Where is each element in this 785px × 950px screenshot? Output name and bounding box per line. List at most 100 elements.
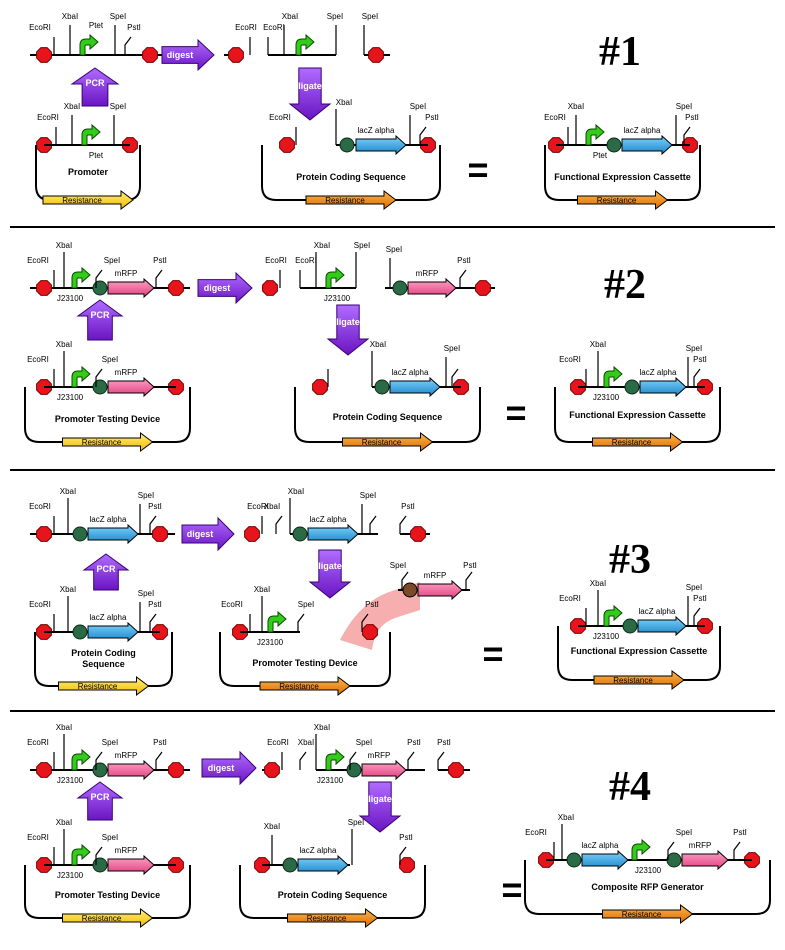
site-label-XbaI: XbaI	[590, 579, 606, 588]
site-label-PstI: PstI	[407, 738, 421, 747]
site-label-XbaI: XbaI	[298, 738, 314, 747]
restriction-site-octagon	[244, 526, 260, 542]
lacz-gene	[307, 523, 359, 545]
site-tick	[733, 841, 741, 860]
lacz-gene-label: lacZ alpha	[639, 607, 676, 616]
site-label-EcoRI: EcoRI	[525, 828, 547, 837]
site-label-EcoRI: EcoRI	[27, 738, 49, 747]
resistance-marker-label: Resistance	[82, 438, 122, 447]
site-label-XbaI: XbaI	[370, 340, 386, 349]
site-label-SpeI: SpeI	[686, 344, 702, 353]
promoter-arrow	[325, 266, 345, 289]
promoter-arrow	[71, 748, 91, 771]
resistance-marker-label: Resistance	[597, 196, 637, 205]
ligate-label: ligate	[318, 561, 342, 571]
site-tick	[95, 368, 103, 387]
site-label-EcoRI: EcoRI	[247, 502, 269, 511]
resistance-marker-label: Resistance	[325, 196, 365, 205]
digest-label: digest	[187, 529, 214, 539]
pcr-arrow	[70, 67, 120, 107]
site-label-SpeI: SpeI	[386, 245, 402, 254]
site-label-XbaI: XbaI	[56, 340, 72, 349]
mrfp-gene	[107, 277, 155, 299]
site-tick	[683, 126, 691, 145]
equals-sign: =	[467, 149, 488, 190]
site-label-XbaI: XbaI	[288, 487, 304, 496]
site-label-XbaI: XbaI	[64, 102, 80, 111]
lacz-gene-label: lacZ alpha	[392, 368, 429, 377]
promoter-label: J23100	[593, 393, 620, 402]
restriction-site-octagon	[262, 280, 278, 296]
lacz-gene-label: lacZ alpha	[310, 515, 347, 524]
mrfp-gene-label: mRFP	[424, 571, 447, 580]
equals-sign: =	[501, 869, 522, 910]
site-label-EcoRI: EcoRI	[221, 600, 243, 609]
digest-label: digest	[204, 283, 231, 293]
lacz-gene	[297, 854, 349, 876]
rbs-circle	[402, 582, 418, 598]
site-label-PstI: PstI	[148, 600, 162, 609]
plasmid-name: Promoter Testing Device	[55, 414, 160, 424]
resistance-marker-label: Resistance	[362, 438, 402, 447]
site-label-PstI: PstI	[437, 738, 451, 747]
site-label-SpeI: SpeI	[104, 256, 120, 265]
site-label-XbaI: XbaI	[282, 12, 298, 21]
site-tick	[693, 368, 701, 387]
rbs-circle	[339, 137, 355, 153]
lacz-gene-label: lacZ alpha	[300, 846, 337, 855]
promoter-label: J23100	[593, 632, 620, 641]
equals-sign: =	[482, 633, 503, 674]
site-label-EcoRI: EcoRI	[269, 113, 291, 122]
promoter-arrow	[295, 33, 315, 56]
ligate-label: ligate	[368, 794, 392, 804]
restriction-site-octagon	[36, 280, 52, 296]
site-tick	[155, 269, 163, 288]
site-label-SpeI: SpeI	[348, 818, 364, 827]
plasmid-name: Promoter Testing Device	[252, 658, 357, 668]
site-label-PstI: PstI	[693, 594, 707, 603]
site-label-XbaI: XbaI	[62, 12, 78, 21]
mrfp-gene	[107, 759, 155, 781]
ligate-arrow	[308, 549, 352, 599]
promoter-arrow	[631, 838, 651, 861]
promoter-label: J23100	[57, 294, 84, 303]
site-label-XbaI: XbaI	[60, 487, 76, 496]
rbs-circle	[392, 280, 408, 296]
site-label-XbaI: XbaI	[264, 502, 280, 511]
site-tick	[124, 36, 132, 55]
lacz-gene-label: lacZ alpha	[90, 515, 127, 524]
mrfp-gene	[107, 854, 155, 876]
site-tick	[401, 571, 409, 590]
plasmid-name: Protein Coding Sequence	[278, 890, 388, 900]
digest-arrow	[181, 516, 235, 552]
site-label-EcoRI: EcoRI	[37, 113, 59, 122]
digest-arrow	[197, 271, 253, 305]
pcr-arrow	[82, 553, 130, 591]
site-tick	[399, 515, 407, 534]
restriction-site-octagon	[142, 47, 158, 63]
site-label-EcoRI: EcoRI	[263, 23, 285, 32]
site-label-PstI: PstI	[399, 833, 413, 842]
mrfp-gene-label: mRFP	[115, 368, 138, 377]
promoter-label: J23100	[57, 393, 84, 402]
resistance-marker	[287, 908, 379, 928]
promoter-arrow	[71, 365, 91, 388]
site-tick	[459, 269, 467, 288]
restriction-site-octagon	[168, 280, 184, 296]
lacz-gene	[87, 621, 139, 643]
mrfp-gene-label: mRFP	[416, 269, 439, 278]
resistance-marker-label: Resistance	[279, 682, 319, 691]
promoter-label: J23100	[324, 294, 351, 303]
site-label-SpeI: SpeI	[362, 12, 378, 21]
site-tick	[149, 515, 157, 534]
site-tick	[361, 613, 369, 632]
panel-number: #3	[609, 537, 651, 583]
plasmid-name: Composite RFP Generator	[591, 882, 704, 892]
site-label-PstI: PstI	[457, 256, 471, 265]
digest-label: digest	[167, 50, 194, 60]
site-tick	[667, 841, 675, 860]
resistance-marker	[592, 432, 684, 452]
lacz-gene-label: lacZ alpha	[358, 126, 395, 135]
mrfp-gene	[417, 579, 463, 601]
